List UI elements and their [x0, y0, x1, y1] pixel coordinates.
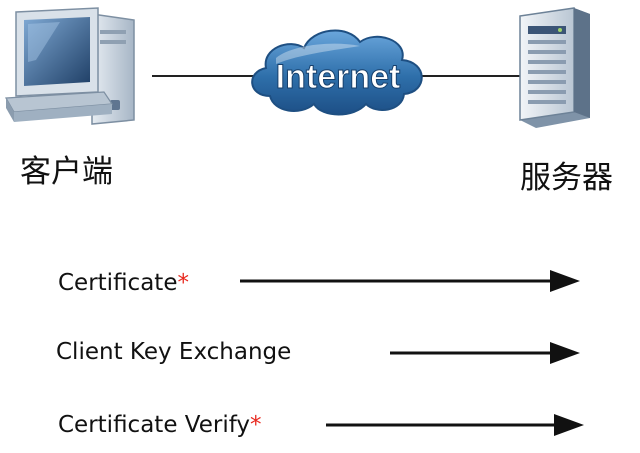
- required-mark: *: [177, 270, 189, 296]
- arrow-certificate: [240, 270, 580, 292]
- desktop-computer-icon: [5, 7, 135, 125]
- required-mark: *: [250, 412, 262, 438]
- server-tower-icon: [519, 7, 590, 128]
- message-label: Client Key Exchange: [56, 339, 292, 365]
- server-label: 服务器: [520, 160, 613, 196]
- message-label: Certificate Verify: [58, 412, 251, 438]
- message-client-key-exchange: Client Key Exchange: [56, 341, 291, 364]
- cloud-icon: [251, 29, 423, 116]
- arrow-client-key-exchange: [390, 342, 580, 364]
- client-label: 客户端: [20, 154, 113, 190]
- message-label: Certificate: [58, 270, 178, 296]
- arrow-certificate-verify: [326, 414, 584, 436]
- message-certificate-verify: Certificate Verify*: [58, 414, 262, 437]
- internet-label: Internet: [276, 58, 401, 96]
- message-certificate: Certificate*: [58, 272, 189, 295]
